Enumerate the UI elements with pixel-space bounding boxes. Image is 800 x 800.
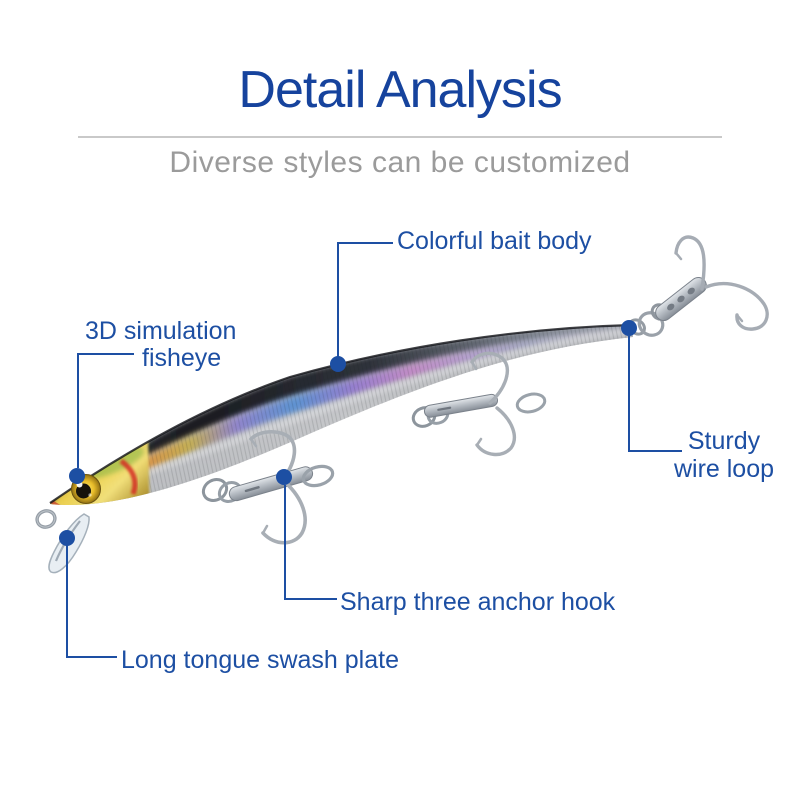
callout-label-anchor-hook: Sharp three anchor hook [340, 588, 616, 616]
callout-label-fisheye-line1: 3D simulation [85, 317, 237, 345]
rear-hook-upper-prong [470, 351, 509, 405]
callout-dot-fisheye [69, 468, 85, 484]
callout-label-wire-loop-line2: wire loop [673, 455, 775, 483]
callout-line-bait-body [337, 242, 393, 360]
rear-treble-hook [411, 351, 547, 457]
title-divider [78, 136, 722, 138]
front-hook-lower-prong [261, 481, 307, 545]
callout-label-swash-plate: Long tongue swash plate [121, 646, 399, 674]
callout-dot-swash-plate [59, 530, 75, 546]
callout-dot-wire-loop [621, 320, 637, 336]
page-subtitle: Diverse styles can be customized [169, 146, 631, 179]
callout-label-fisheye-line2: fisheye [142, 344, 222, 372]
lure-back-edge [49, 323, 633, 504]
rear-hook-hanger-plate [423, 393, 499, 418]
front-hook-eye-loop [301, 464, 335, 488]
front-hook-hanger-plate [228, 466, 314, 502]
page-title: Detail Analysis [238, 61, 562, 119]
callout-annotations [59, 242, 682, 658]
callout-dot-bait-body [330, 356, 346, 372]
callout-label-bait-body: Colorful bait body [397, 227, 592, 255]
callout-line-swash-plate [66, 545, 117, 658]
rear-hook-eye-loop [515, 392, 547, 414]
callout-label-wire-loop-line1: Sturdy [687, 427, 761, 455]
tail-hook-upper-prong [674, 235, 706, 291]
callout-label-fisheye: 3D simulation fisheye [85, 318, 236, 372]
callout-line-fisheye [77, 353, 134, 468]
red-gill-mark [119, 458, 138, 495]
tail-treble-hook [628, 235, 769, 337]
lure-head [50, 434, 150, 506]
callout-line-anchor-hook [284, 485, 337, 600]
tail-hook-right-prong [704, 281, 769, 331]
callout-dot-anchor-hook [276, 469, 292, 485]
front-hook-upper-prong [249, 429, 297, 485]
callout-label-wire-loop: Sturdy wire loop [645, 427, 800, 483]
callout-line-wire-loop [628, 336, 682, 452]
rear-hook-lower-prong [475, 406, 516, 457]
front-wire-loop [35, 509, 57, 529]
